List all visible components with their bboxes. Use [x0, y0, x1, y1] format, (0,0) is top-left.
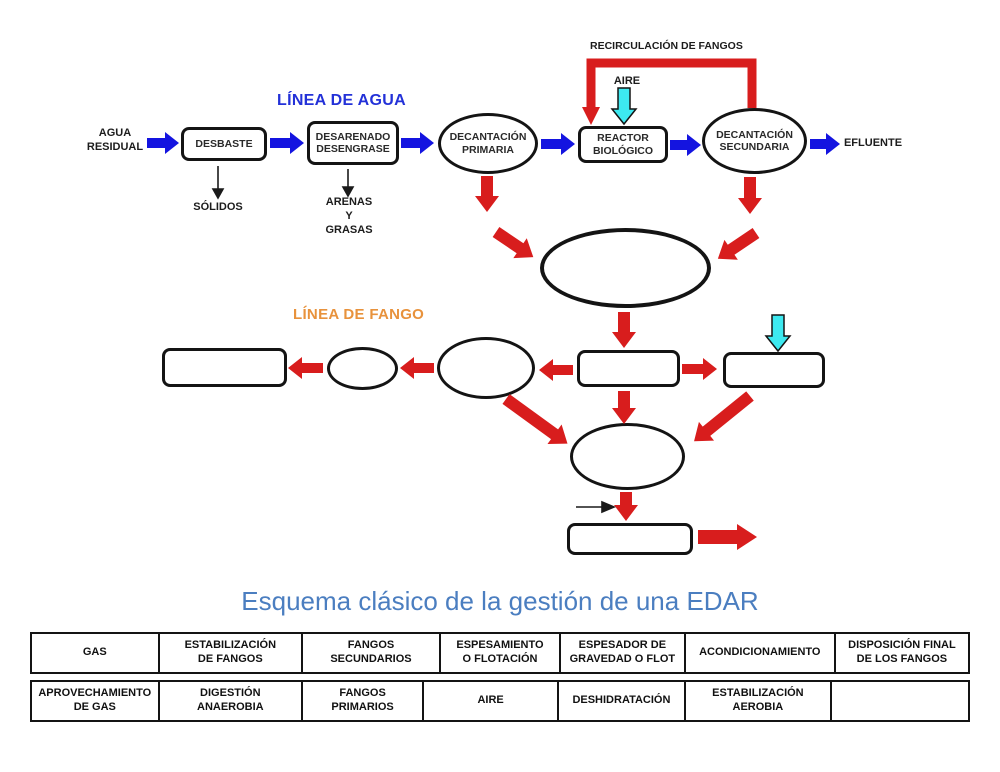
- sludge-line-title: LÍNEA DE FANGO: [293, 306, 425, 323]
- blank-ellipse-mid[interactable]: [437, 337, 535, 399]
- air-label: AIRE: [613, 75, 641, 87]
- word-cell-disposicion-final[interactable]: DISPOSICIÓN FINAL DE LOS FANGOS: [833, 632, 971, 674]
- decantacion-secundaria-ellipse: DECANTACIÓN SECUNDARIA: [702, 108, 807, 174]
- red-arrow-diag-mid-into-lower: [502, 394, 568, 444]
- red-arrow-diag-right-into-lower: [694, 391, 754, 442]
- black-arrow-into-bottom-head: [601, 500, 617, 514]
- red-arrow-middle-to-right: [682, 358, 717, 380]
- recirculation-arrowhead: [582, 107, 600, 125]
- word-cell-empty[interactable]: [830, 680, 970, 722]
- word-cell-aprovechamiento-gas[interactable]: APROVECHAMIENTO DE GAS: [30, 680, 160, 722]
- cyan-air-arrow-right-rect: [764, 314, 792, 353]
- red-arrow-left-1: [288, 357, 323, 379]
- word-cell-fangos-secundarios[interactable]: FANGOS SECUNDARIOS: [301, 632, 441, 674]
- red-arrow-secundaria-down: [738, 177, 762, 214]
- desarenado-box: DESARENADO DESENGRASE: [307, 121, 399, 165]
- red-arrow-center-down: [612, 312, 636, 348]
- blue-arrow-primaria-reactor: [541, 133, 575, 155]
- word-cell-espesador-gravedad[interactable]: ESPESADOR DE GRAVEDAD O FLOT: [559, 632, 686, 674]
- red-arrow-diag-right-into-center: [717, 228, 760, 260]
- blank-ellipse-small[interactable]: [327, 347, 398, 390]
- sand-grease-label: ARENAS Y GRASAS: [325, 196, 373, 236]
- black-arrow-solids-head: [211, 188, 225, 200]
- cyan-air-arrow-reactor: [610, 87, 638, 126]
- word-bank-row2: APROVECHAMIENTO DE GAS DIGESTIÓN ANAEROB…: [30, 680, 970, 722]
- black-arrow-sands-head: [341, 186, 355, 198]
- solids-label: SÓLIDOS: [193, 201, 243, 213]
- word-cell-acondicionamiento[interactable]: ACONDICIONAMIENTO: [683, 632, 836, 674]
- word-cell-gas[interactable]: GAS: [30, 632, 160, 674]
- blank-rect-left[interactable]: [162, 348, 287, 387]
- blank-rect-middle[interactable]: [577, 350, 680, 387]
- red-arrow-lower-down: [614, 492, 638, 521]
- word-cell-digestion-anaerobia[interactable]: DIGESTIÓN ANAEROBIA: [157, 680, 304, 722]
- desbaste-box: DESBASTE: [181, 127, 267, 161]
- word-cell-espesamiento-flotacion[interactable]: ESPESAMIENTO O FLOTACIÓN: [438, 632, 562, 674]
- blank-rect-bottom[interactable]: [567, 523, 693, 555]
- page-title: Esquema clásico de la gestión de una EDA…: [241, 586, 759, 616]
- word-cell-deshidratacion[interactable]: DESHIDRATACIÓN: [557, 680, 686, 722]
- blue-arrow-effluent: [810, 133, 840, 155]
- word-cell-estabilizacion-aerobia[interactable]: ESTABILIZACIÓN AEROBIA: [683, 680, 833, 722]
- recirculation-label: RECIRCULACIÓN DE FANGOS: [590, 40, 743, 52]
- red-arrow-bottom-out: [698, 524, 757, 550]
- decantacion-primaria-ellipse: DECANTACIÓN PRIMARIA: [438, 113, 538, 174]
- effluent-label: EFLUENTE: [843, 137, 903, 149]
- blue-arrow-desbaste-desarenado: [270, 132, 304, 154]
- word-cell-fangos-primarios[interactable]: FANGOS PRIMARIOS: [301, 680, 425, 722]
- word-cell-estabilizacion-fangos[interactable]: ESTABILIZACIÓN DE FANGOS: [157, 632, 304, 674]
- blank-ellipse-center[interactable]: [540, 228, 711, 308]
- word-bank-row1: GAS ESTABILIZACIÓN DE FANGOS FANGOS SECU…: [30, 632, 971, 674]
- water-line-title: LÍNEA DE AGUA: [277, 92, 406, 109]
- reactor-biologico-box: REACTOR BIOLÓGICO: [578, 126, 668, 163]
- influent-label: AGUA RESIDUAL: [86, 127, 144, 153]
- word-cell-aire[interactable]: AIRE: [422, 680, 560, 722]
- blue-arrow-reactor-secundaria: [670, 134, 701, 156]
- red-arrow-primaria-down: [475, 176, 499, 212]
- red-arrow-diag-left-into-center: [492, 227, 534, 259]
- blue-arrow-desarenado-primaria: [401, 132, 434, 154]
- blue-arrow-influent: [147, 132, 179, 154]
- blank-ellipse-lower[interactable]: [570, 423, 685, 490]
- red-arrow-left-2: [400, 357, 434, 379]
- blank-rect-right[interactable]: [723, 352, 825, 388]
- red-arrow-middle-down: [612, 391, 636, 424]
- red-arrow-left-3: [539, 359, 573, 381]
